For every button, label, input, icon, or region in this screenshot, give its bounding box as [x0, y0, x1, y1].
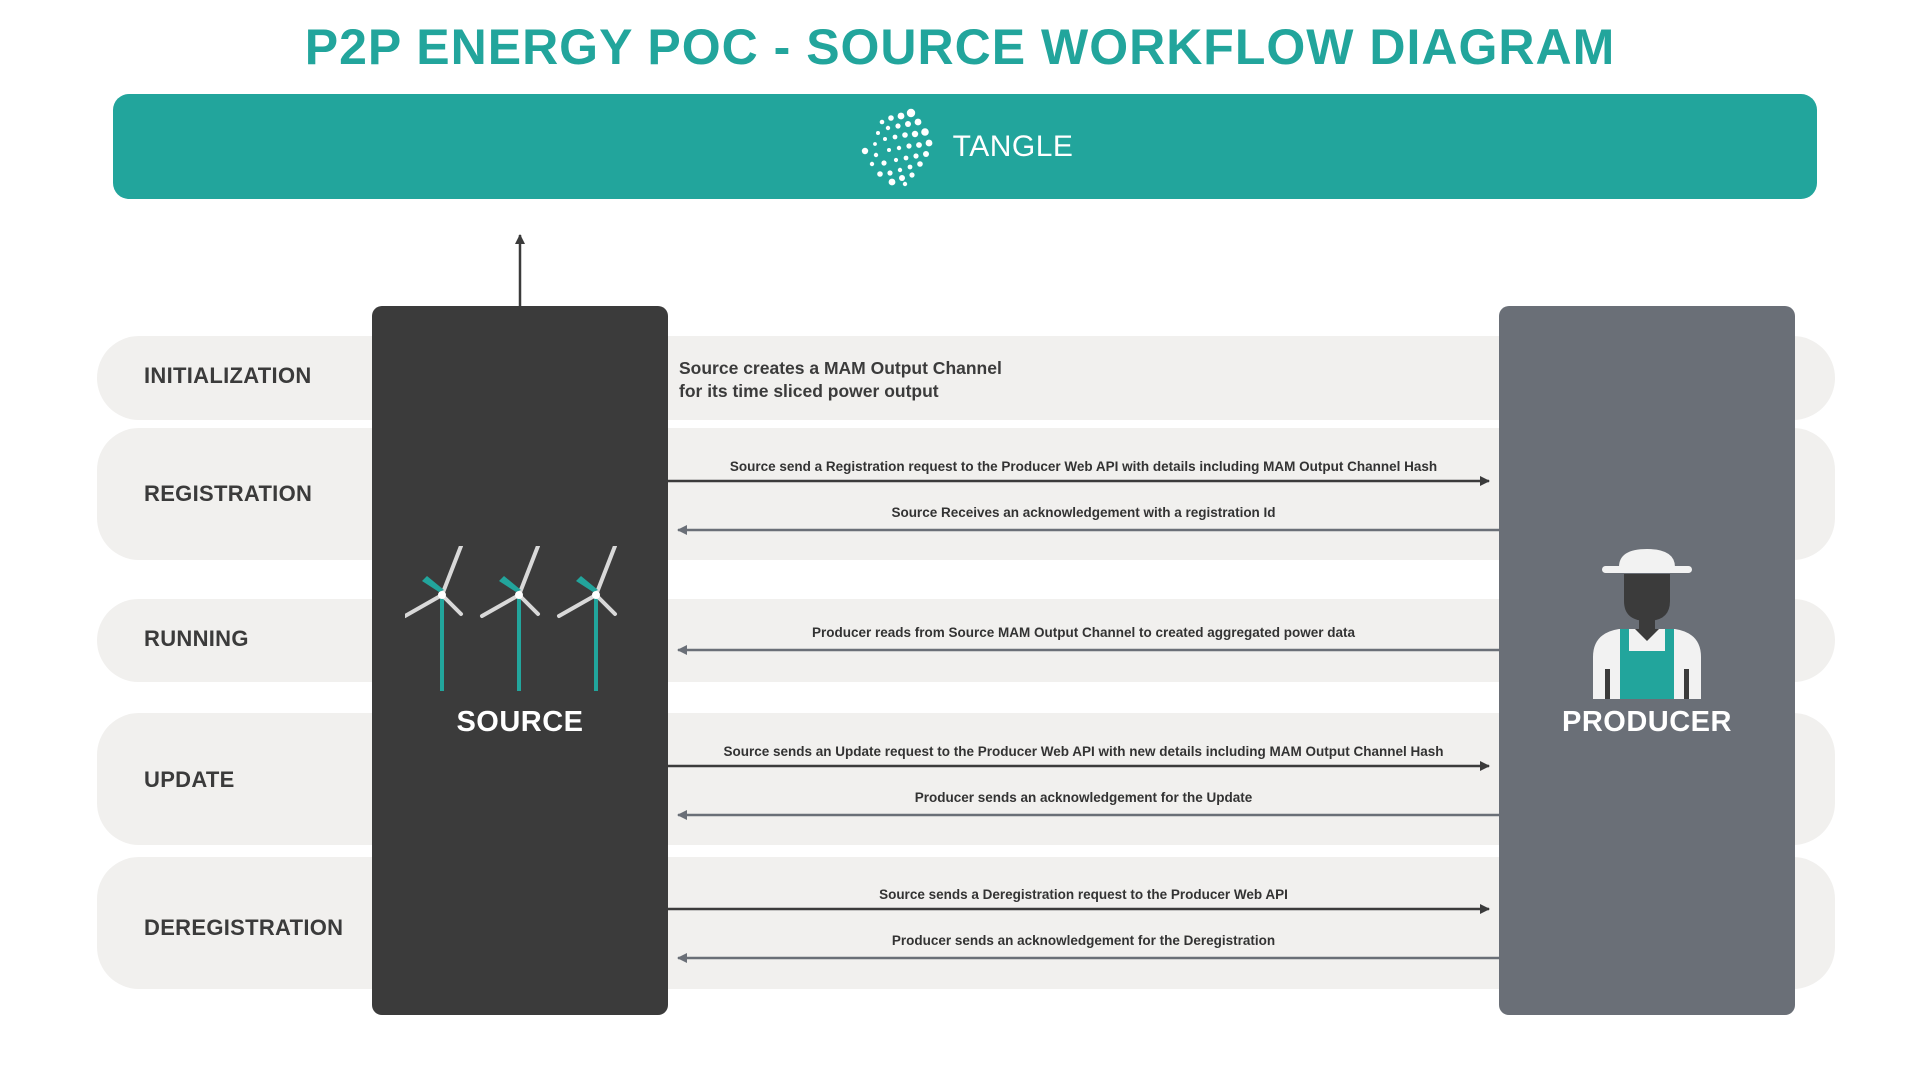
msg-reg-request: Source send a Registration request to th… [729, 459, 1438, 474]
source-label: SOURCE [456, 706, 584, 738]
msg-dereg-ack: Producer sends an acknowledgement for th… [891, 933, 1276, 948]
msg-update-ack: Producer sends an acknowledgement for th… [914, 790, 1253, 805]
source-column: SOURCE [372, 306, 668, 1015]
init-message-line1: Source creates a MAM Output Channel [679, 358, 1002, 378]
wind-turbines-icon [405, 546, 617, 691]
producer-column: PRODUCER [1499, 306, 1795, 1015]
producer-label: PRODUCER [1562, 706, 1732, 738]
msg-reg-ack: Source Receives an acknowledgement with … [891, 505, 1276, 520]
diagram-title: P2P ENERGY POC - SOURCE WORKFLOW DIAGRAM [304, 19, 1616, 75]
phase-label-running: RUNNING [144, 626, 249, 651]
phase-label-initialization: INITIALIZATION [144, 363, 312, 388]
msg-dereg-request: Source sends a Deregistration request to… [879, 887, 1288, 902]
tangle-bar: TANGLE [113, 94, 1817, 199]
init-message-line2: for its time sliced power output [679, 381, 939, 401]
msg-running-read: Producer reads from Source MAM Output Ch… [811, 625, 1356, 640]
init-message: Source creates a MAM Output Channel for … [679, 357, 1002, 403]
iota-logo-icon [861, 108, 932, 186]
phase-label-update: UPDATE [144, 767, 235, 792]
phase-label-registration: REGISTRATION [144, 481, 313, 506]
msg-update-request: Source sends an Update request to the Pr… [723, 744, 1444, 759]
phase-label-deregistration: DEREGISTRATION [144, 915, 344, 940]
farmer-icon [1593, 549, 1701, 699]
tangle-label: TANGLE [952, 129, 1074, 163]
